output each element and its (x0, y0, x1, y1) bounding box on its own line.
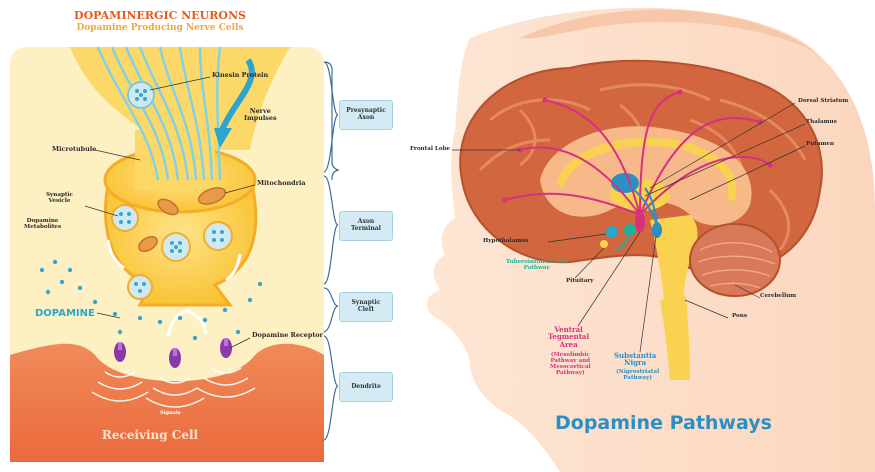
label-hypothalamus: Hypothalamus (483, 239, 528, 245)
label-thalamus: Thalamus (806, 120, 837, 126)
label-nerve-impulses: Nerve Impulses (244, 108, 277, 121)
section-axon-terminal: Axon Terminal (339, 211, 393, 241)
label-microtubule: Microtubule (52, 146, 96, 153)
section-dendrite: Dendrite (339, 372, 393, 402)
label-dopamine-receptor: Dopamine Receptor (252, 332, 323, 339)
label-dopamine: DOPAMINE (35, 308, 95, 319)
label-substantia-nigra: Substantia Nigra (614, 352, 656, 367)
neuron-subtitle: Dopamine Producing Nerve Cells (55, 23, 265, 33)
label-kinesin-protein: Kinesin Protein (212, 72, 268, 79)
label-nigrostriatal-pathway: (Nigrostriatal Pathway) (616, 370, 659, 382)
label-putamen: Putamen (806, 142, 834, 148)
neuron-title: DOPAMINERGIC NEURONS (55, 9, 265, 22)
dopamine-pathways-title: Dopamine Pathways (555, 412, 772, 434)
label-mitochondria: Mitochondria (257, 180, 306, 187)
label-pons: Pons (732, 314, 747, 320)
label-tuberoinfundibular: Tuberoinfundibular Pathway (506, 260, 567, 272)
label-frontal-lobe: Frontal Lobe (410, 147, 450, 153)
label-receiving-cell: Receiving Cell (60, 428, 240, 442)
section-brackets (324, 62, 338, 440)
section-presynaptic-axon: Presynaptic Axon (339, 100, 393, 130)
label-vta: Ventral Tegmental Area (548, 326, 589, 348)
label-signals: Signals (160, 410, 181, 416)
label-cerebellum: Cerebellum (760, 294, 796, 300)
label-synaptic-vesicle: Synaptic Vesicle (46, 193, 73, 205)
label-dopamine-metabolites: Dopamine Metabolites (24, 219, 61, 231)
section-synaptic-cleft: Synaptic Cleft (339, 292, 393, 322)
label-dorsal-striatum: Dorsal Striatum (798, 99, 848, 105)
label-vta-pathways: (Mesolimbic Pathway and Mesocortical Pat… (550, 353, 591, 376)
label-pituitary: Pituitary (566, 279, 594, 285)
